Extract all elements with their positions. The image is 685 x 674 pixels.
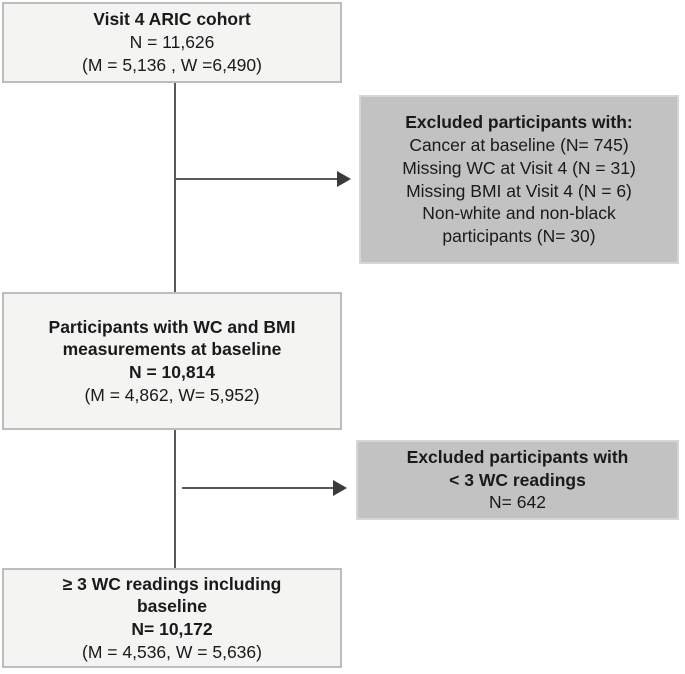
node-final-line-3: N= 10,172 [131, 619, 213, 639]
node-participants-with-measurements: Participants with WC and BMI measurement… [2, 292, 342, 430]
node-excluded-participants-2: Excluded participants with < 3 WC readin… [356, 440, 679, 520]
node-cohort-line-3: (M = 5,136 , W =6,490) [82, 54, 262, 75]
node-excluded-2-line-2: < 3 WC readings [449, 469, 586, 490]
connector-arrow-to-excluded-1 [176, 178, 338, 180]
node-participants-line-1: Participants with WC and BMI [48, 316, 296, 337]
node-cohort-line-1: Visit 4 ARIC cohort [93, 9, 251, 30]
node-excluded-1-line-6: participants (N= 30) [442, 226, 596, 246]
node-excluded-participants-1: Excluded participants with: Cancer at ba… [359, 95, 679, 264]
node-cohort: Visit 4 ARIC cohort N = 11,626 (M = 5,13… [2, 2, 342, 83]
node-final-line-1: ≥ 3 WC readings including [62, 573, 282, 594]
node-final-line-2: baseline [136, 596, 208, 617]
node-final-line-4: (M = 4,536, W = 5,636) [82, 641, 262, 662]
node-final-analytic-sample: ≥ 3 WC readings including baseline N= 10… [2, 568, 342, 668]
node-excluded-1-line-1: Excluded participants with: [405, 112, 633, 133]
node-excluded-1-line-2: Cancer at baseline (N= 745) [409, 135, 629, 155]
connector-vertical-participants-to-final [174, 430, 176, 569]
node-excluded-2-line-1: Excluded participants with [406, 446, 629, 467]
node-cohort-line-2: N = 11,626 [129, 32, 215, 53]
node-participants-line-2: measurements at baseline [62, 339, 282, 360]
arrow-head-icon-excluded-1 [337, 171, 351, 187]
node-excluded-1-line-3: Missing WC at Visit 4 (N = 31) [402, 157, 636, 178]
node-excluded-1-line-5: Non-white and non-black [422, 203, 616, 224]
arrow-head-icon-excluded-2 [333, 480, 347, 496]
node-excluded-1-line-4: Missing BMI at Visit 4 (N = 6) [406, 180, 632, 201]
node-participants-line-4: (M = 4,862, W= 5,952) [84, 384, 260, 405]
connector-arrow-to-excluded-2 [182, 487, 334, 489]
connector-vertical-cohort-to-participants [174, 83, 176, 293]
node-excluded-2-line-3: N= 642 [489, 492, 546, 513]
node-participants-line-3: N = 10,814 [128, 362, 216, 382]
